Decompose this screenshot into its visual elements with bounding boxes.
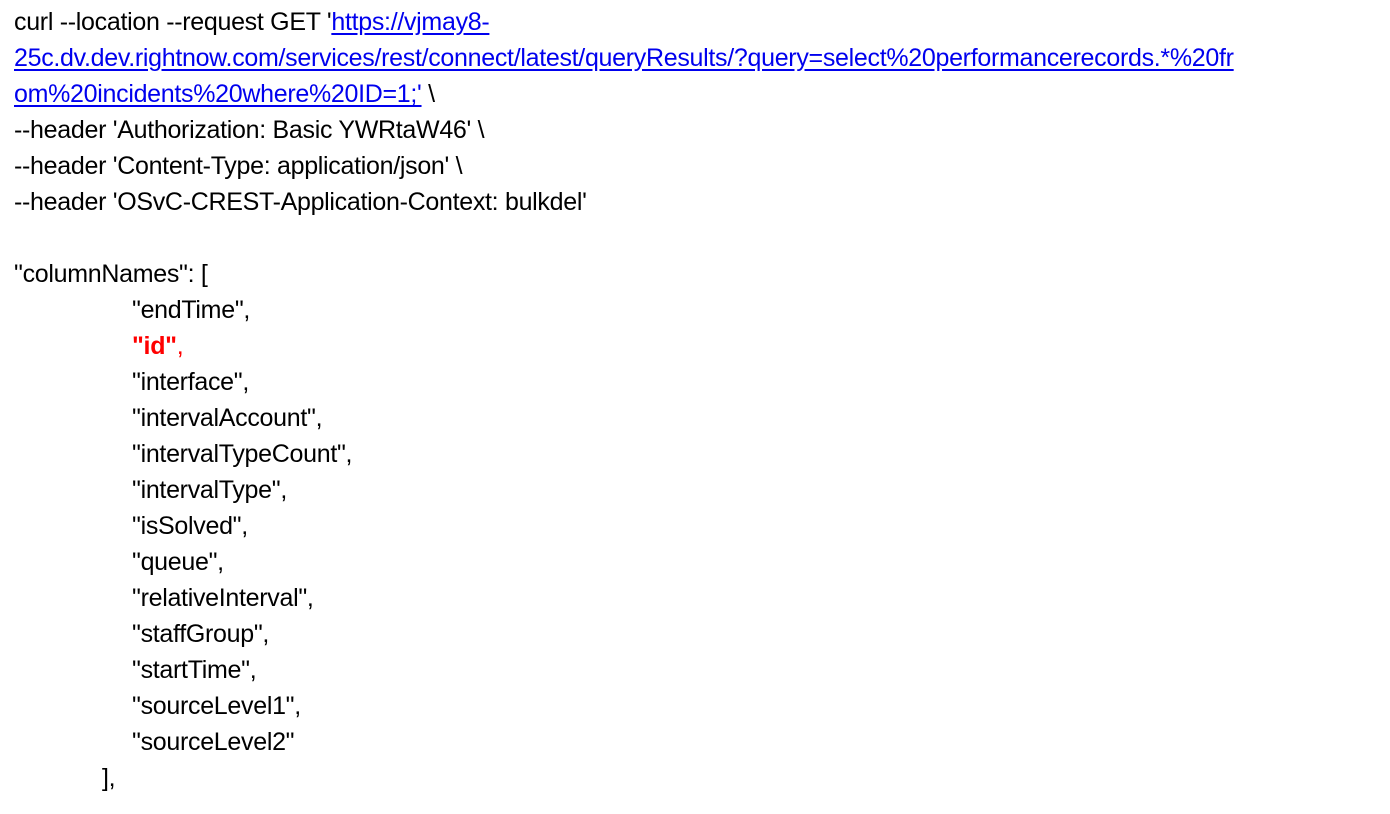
query-url-link-part-2[interactable]: 25c.dv.dev.rightnow.com/services/rest/co… xyxy=(14,44,1234,72)
column-names-open: "columnNames": [ xyxy=(14,260,208,288)
header-content-type: --header 'Content-Type: application/json… xyxy=(14,152,463,180)
column-name-item: "queue", xyxy=(132,548,224,576)
column-name-item: "sourceLevel2" xyxy=(132,728,295,756)
header-authorization: --header 'Authorization: Basic YWRtaW46'… xyxy=(14,116,485,144)
blank-line xyxy=(14,220,1380,256)
curl-line-2: 25c.dv.dev.rightnow.com/services/rest/co… xyxy=(14,40,1380,76)
highlighted-id-comma: , xyxy=(176,332,184,360)
query-url-link-part-1[interactable]: https://vjmay8- xyxy=(331,8,490,36)
document-body: curl --location --request GET 'https://v… xyxy=(14,4,1380,796)
curl-line-1: curl --location --request GET 'https://v… xyxy=(14,4,1380,40)
query-url-link-part-3[interactable]: om%20incidents%20where%20ID=1;' xyxy=(14,80,422,108)
column-name-item: "intervalTypeCount", xyxy=(132,440,353,468)
header-application-context: --header 'OSvC-CREST-Application-Context… xyxy=(14,188,587,216)
curl-command-prefix: curl --location --request GET ' xyxy=(14,8,332,36)
column-name-item: "startTime", xyxy=(132,656,257,684)
column-name-item: "staffGroup", xyxy=(132,620,270,648)
column-name-item: "isSolved", xyxy=(132,512,248,540)
column-name-endtime: "endTime", xyxy=(132,296,251,324)
curl-line-3: om%20incidents%20where%20ID=1;' \ xyxy=(14,76,1380,112)
column-name-id: "id", xyxy=(14,328,1380,364)
column-name-item: "sourceLevel1", xyxy=(132,692,301,720)
line-continuation: \ xyxy=(421,80,435,108)
highlighted-id-text: "id" xyxy=(132,332,177,360)
column-name-item: "intervalType", xyxy=(132,476,287,504)
column-name-item: "intervalAccount", xyxy=(132,404,323,432)
column-names-close: ], xyxy=(102,764,116,792)
column-name-item: "relativeInterval", xyxy=(132,584,314,612)
column-name-item: "interface", xyxy=(132,368,249,396)
